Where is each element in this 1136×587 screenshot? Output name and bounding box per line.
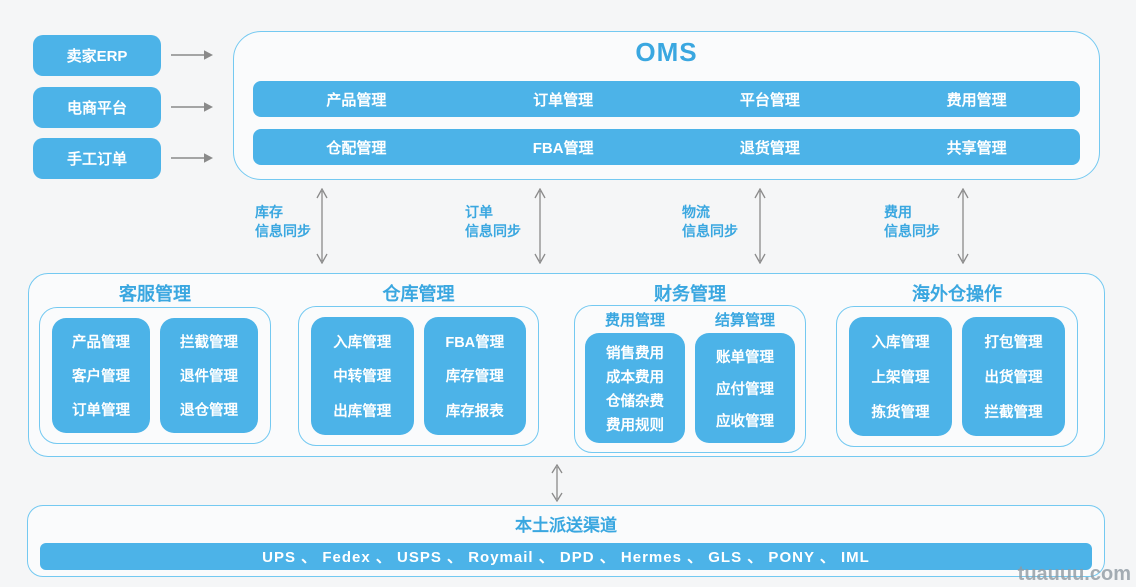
sync-label-line: 信息同步 — [682, 223, 738, 239]
sync-label-fee: 费用 信息同步 — [884, 203, 940, 241]
module-item: 客户管理 — [72, 368, 130, 385]
section-title-finance: 财务管理 — [654, 284, 726, 304]
sync-label-line: 库存 — [255, 204, 283, 220]
module-item: 应收管理 — [716, 413, 774, 430]
module-item: FBA管理 — [445, 334, 505, 351]
oms-module-row-2: 仓配管理 FBA管理 退货管理 共享管理 — [253, 129, 1080, 165]
module-item: 退件管理 — [180, 368, 238, 385]
sync-label-line: 费用 — [884, 204, 912, 220]
oms-module: 共享管理 — [946, 139, 1007, 157]
oms-panel: OMS 产品管理 订单管理 平台管理 费用管理 仓配管理 FBA管理 退货管理 … — [233, 31, 1100, 180]
carrier-list: UPS 、 Fedex 、 USPS 、 Roymail 、 DPD 、 Her… — [40, 543, 1092, 570]
double-arrow-vertical-icon — [316, 188, 328, 264]
oms-title: OMS — [635, 37, 698, 67]
sync-label-line: 信息同步 — [465, 223, 521, 239]
sync-label-line: 订单 — [465, 204, 493, 220]
oms-module: 费用管理 — [946, 91, 1007, 109]
module-item: 出库管理 — [333, 404, 392, 421]
oms-module: FBA管理 — [532, 139, 594, 157]
management-panel: 客服管理 仓库管理 财务管理 海外仓操作 产品管理 客户管理 订单管理 拦截管理… — [28, 273, 1105, 457]
module-item: 出货管理 — [984, 370, 1043, 386]
module-item: 入库管理 — [333, 334, 392, 351]
finance-subheader: 费用管理 — [604, 312, 665, 329]
section-title-overseas-warehouse: 海外仓操作 — [912, 284, 1002, 304]
finance-settlement-column: 结算管理 账单管理 应付管理 应收管理 — [695, 309, 795, 443]
source-ecommerce-platform: 电商平台 — [33, 87, 161, 128]
arrow-right-icon — [171, 153, 213, 163]
arrow-right-icon — [171, 102, 213, 112]
oms-module-row-1: 产品管理 订单管理 平台管理 费用管理 — [253, 81, 1080, 117]
warehouse-box: 入库管理 中转管理 出库管理 FBA管理 库存管理 库存报表 — [298, 306, 539, 446]
module-card: 产品管理 客户管理 订单管理 — [52, 318, 150, 433]
module-item: 退仓管理 — [180, 402, 238, 419]
module-item: 中转管理 — [333, 369, 392, 386]
section-title-customer-service: 客服管理 — [119, 284, 191, 304]
module-item: 打包管理 — [984, 335, 1043, 351]
module-item: 入库管理 — [871, 335, 930, 351]
double-arrow-vertical-icon — [754, 188, 766, 264]
module-card: 账单管理 应付管理 应收管理 — [695, 333, 795, 443]
customer-service-box: 产品管理 客户管理 订单管理 拦截管理 退件管理 退仓管理 — [39, 307, 271, 444]
module-item: 拦截管理 — [180, 335, 238, 352]
module-item: 销售费用 — [606, 345, 664, 362]
delivery-title: 本土派送渠道 — [515, 516, 617, 535]
oms-module: 退货管理 — [739, 139, 800, 157]
double-arrow-vertical-icon — [534, 188, 546, 264]
watermark: tuauuu.com — [1017, 563, 1131, 585]
finance-subheader: 结算管理 — [714, 312, 775, 329]
module-item: 订单管理 — [72, 402, 130, 419]
module-card: 拦截管理 退件管理 退仓管理 — [160, 318, 258, 433]
arrow-right-icon — [171, 50, 213, 60]
module-item: 成本费用 — [606, 369, 664, 386]
module-item: 上架管理 — [871, 370, 930, 386]
module-card: 销售费用 成本费用 仓储杂费 费用规则 — [585, 333, 685, 443]
sync-label-logistics: 物流 信息同步 — [682, 203, 738, 241]
module-item: 应付管理 — [716, 381, 774, 398]
module-item: 仓储杂费 — [606, 393, 664, 410]
module-item: 拣货管理 — [871, 405, 930, 421]
sync-label-line: 物流 — [682, 204, 710, 220]
module-card: 打包管理 出货管理 拦截管理 — [962, 317, 1065, 436]
sync-label-line: 信息同步 — [884, 223, 940, 239]
module-item: 产品管理 — [72, 335, 130, 352]
local-delivery-panel: 本土派送渠道 UPS 、 Fedex 、 USPS 、 Roymail 、 DP… — [27, 505, 1105, 577]
module-item: 费用规则 — [606, 417, 664, 434]
sync-label-inventory: 库存 信息同步 — [255, 203, 311, 241]
source-manual-order: 手工订单 — [33, 138, 161, 179]
double-arrow-vertical-icon — [957, 188, 969, 264]
source-seller-erp: 卖家ERP — [33, 35, 161, 76]
finance-fee-column: 费用管理 销售费用 成本费用 仓储杂费 费用规则 — [585, 309, 685, 443]
sync-label-line: 信息同步 — [255, 223, 311, 239]
module-card: 入库管理 中转管理 出库管理 — [311, 317, 414, 435]
finance-box: 费用管理 销售费用 成本费用 仓储杂费 费用规则 结算管理 账单管理 应付管理 … — [574, 305, 806, 453]
module-item: 库存管理 — [445, 369, 504, 386]
oms-module: 产品管理 — [326, 91, 387, 109]
module-card: FBA管理 库存管理 库存报表 — [423, 317, 526, 435]
overseas-warehouse-box: 入库管理 上架管理 拣货管理 打包管理 出货管理 拦截管理 — [836, 306, 1078, 447]
section-title-warehouse: 仓库管理 — [382, 284, 455, 304]
module-item: 库存报表 — [445, 404, 504, 421]
module-item: 拦截管理 — [984, 405, 1043, 421]
double-arrow-vertical-icon — [551, 464, 563, 502]
oms-module: 平台管理 — [739, 91, 800, 109]
sync-label-order: 订单 信息同步 — [465, 203, 521, 241]
module-card: 入库管理 上架管理 拣货管理 — [849, 317, 952, 436]
module-item: 账单管理 — [716, 349, 774, 366]
oms-module: 仓配管理 — [326, 139, 387, 157]
oms-module: 订单管理 — [533, 91, 594, 109]
